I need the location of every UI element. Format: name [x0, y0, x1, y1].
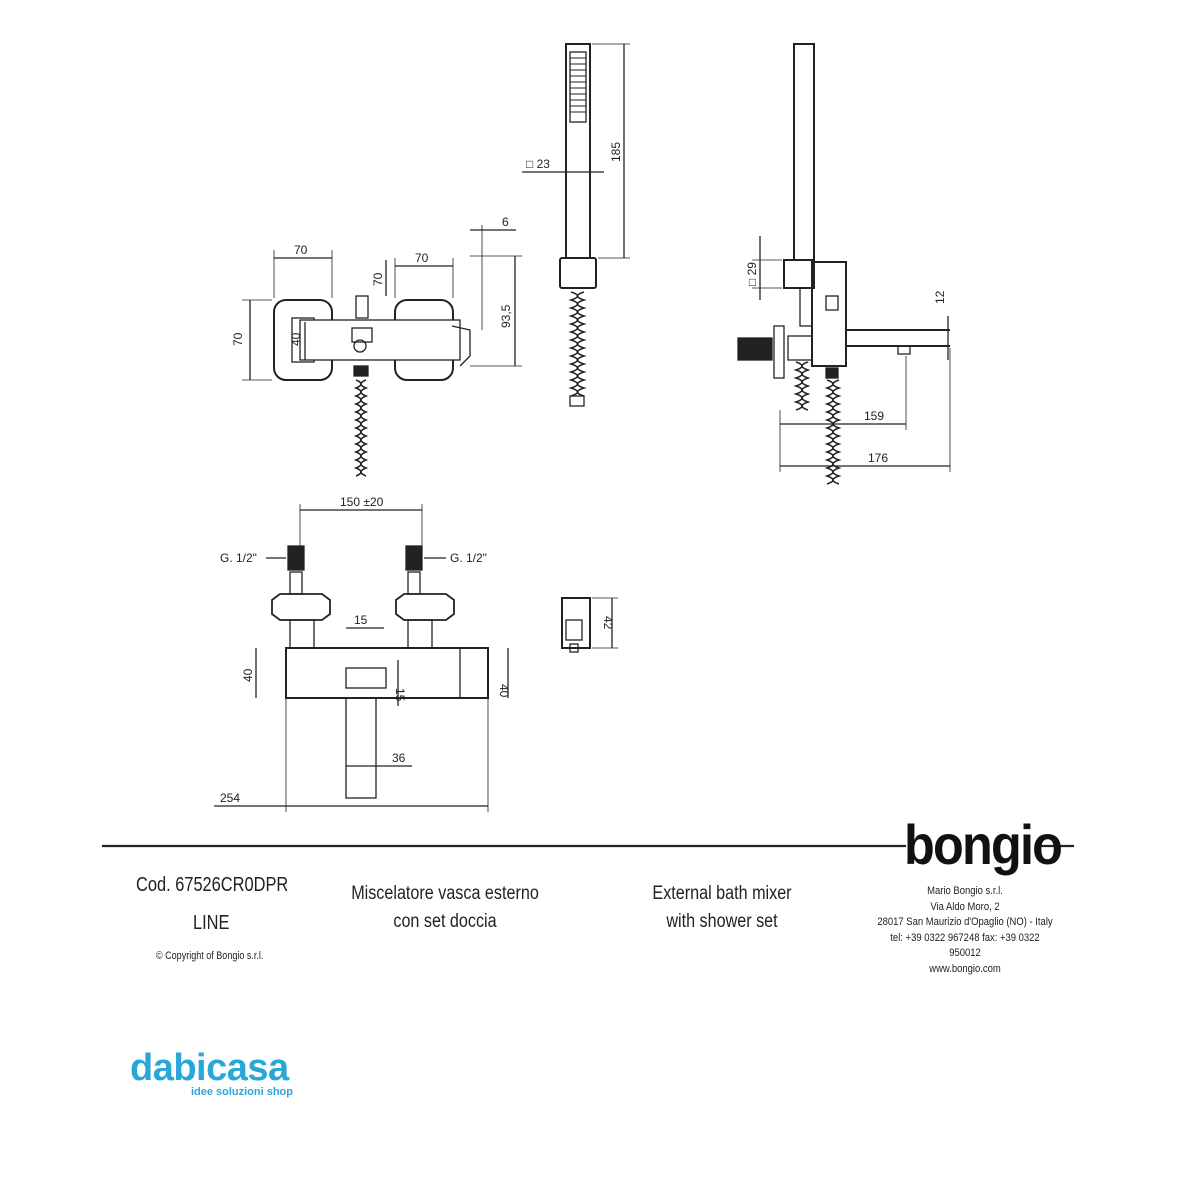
dim-spout-159: 159: [864, 409, 884, 423]
dim-handshower-length: 185: [609, 142, 623, 162]
dim-top-254: 254: [220, 791, 240, 805]
bongio-logo: bongio: [904, 813, 1063, 876]
description-it-line-2: con set doccia: [393, 911, 497, 932]
company-website[interactable]: www.bongio.com: [929, 962, 1001, 975]
manufacturer-address: Mario Bongio s.r.l. Via Aldo Moro, 2 280…: [875, 884, 1056, 977]
company-city: 28017 San Maurizio d'Opaglio (NO) - Ital…: [877, 916, 1053, 928]
dim-top-40-left: 40: [241, 668, 255, 682]
dim-front-depth: 6: [502, 215, 509, 229]
company-street: Via Aldo Moro, 2: [930, 900, 1000, 913]
dim-handshower-square: □ 23: [526, 157, 550, 171]
hand-shower-view: [522, 43, 630, 407]
product-series: LINE: [193, 912, 230, 934]
dim-holder-square: □ 29: [745, 262, 759, 286]
company-phones: tel: +39 0322 967248 fax: +39 0322 95001…: [890, 931, 1040, 960]
dim-spout-176: 176: [868, 451, 888, 465]
side-view: [737, 43, 951, 485]
dim-inlet-thread-right: G. 1/2": [450, 551, 487, 565]
product-code: Cod. 67526CR0DPR: [136, 874, 289, 896]
dim-front-inner: 40: [289, 332, 303, 346]
dim-front-height-935: 93,5: [499, 304, 513, 328]
description-en-line-1: External bath mixer: [652, 883, 792, 904]
copyright-notice: © Copyright of Bongio s.r.l.: [156, 950, 264, 962]
description-italian: Miscelatore vasca esterno con set doccia: [347, 880, 543, 936]
dim-front-height-right: 70: [371, 272, 385, 286]
dim-spout-12: 12: [933, 290, 947, 304]
description-en-line-2: with shower set: [666, 911, 778, 932]
front-view: [242, 225, 522, 477]
dim-top-15-v: 15: [393, 688, 407, 702]
dim-top-36: 36: [392, 751, 406, 765]
dim-inlet-thread-left: G. 1/2": [220, 551, 257, 565]
dim-front-width-right: 70: [415, 251, 429, 265]
top-view: [214, 504, 509, 812]
description-english: External bath mixer with shower set: [629, 880, 816, 936]
company-name: Mario Bongio s.r.l.: [927, 885, 1003, 897]
dim-front-width-left: 70: [294, 243, 308, 257]
shop-name: dabicasa: [130, 1047, 289, 1089]
dim-top-15-h: 15: [354, 613, 368, 627]
dabicasa-logo: dabicasa idee soluzioni shop: [130, 1048, 305, 1098]
dim-inlet-spacing: 150 ±20: [340, 495, 384, 509]
description-it-line-1: Miscelatore vasca esterno: [351, 883, 539, 904]
dim-wall-holder-42: 42: [601, 616, 615, 630]
dim-top-40-right: 40: [497, 684, 511, 698]
shop-tagline: idee soluzioni shop: [190, 1086, 293, 1098]
dim-front-height-left: 70: [231, 332, 245, 346]
wall-holder-view: [561, 597, 618, 653]
